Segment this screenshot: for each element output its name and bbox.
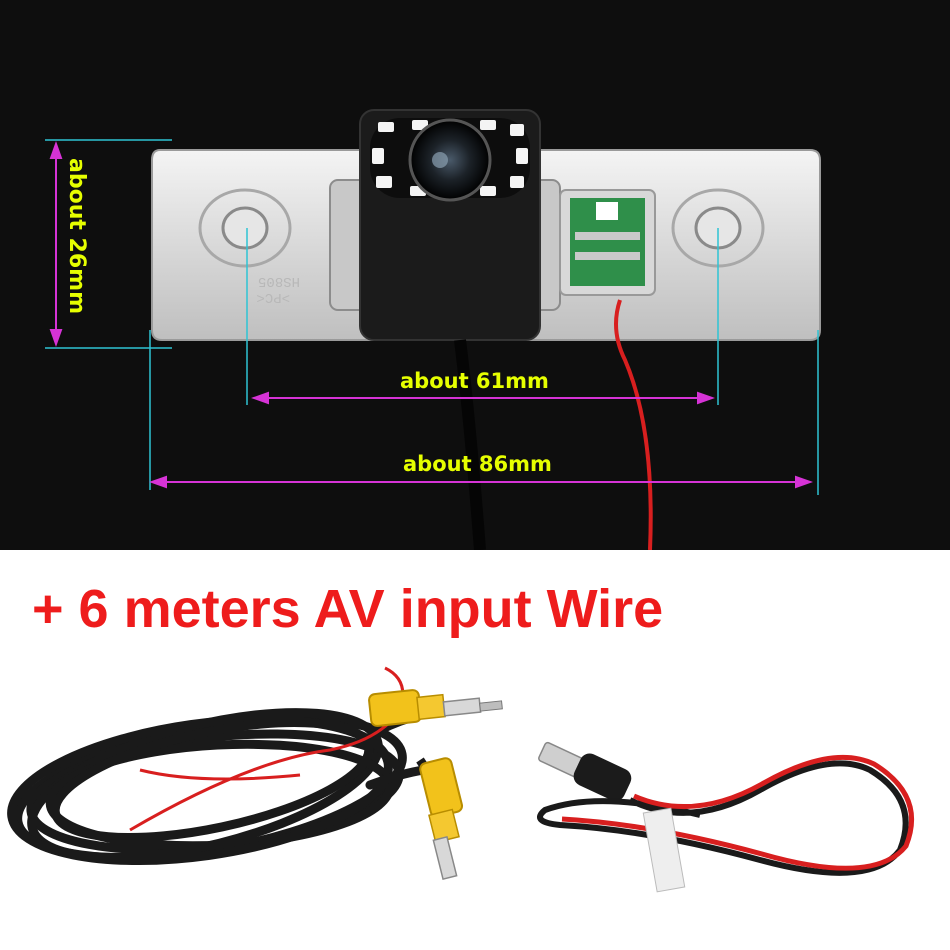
height-dimension-label: about 26mm (64, 158, 89, 314)
cable-illustration (7, 666, 915, 893)
rca-plug-bottom (416, 757, 464, 881)
width-dimension-label: about 86mm (403, 452, 552, 476)
camera-illustration: HS805 >PC< (45, 109, 821, 550)
hole-spacing-dimension-label: about 61mm (400, 369, 549, 393)
coiled-av-cable (7, 703, 475, 866)
extension-lines (45, 139, 819, 495)
housing-marking-line1: HS805 (258, 273, 300, 289)
dc-power-cable (537, 741, 915, 893)
housing-marking-line2: >PC< (256, 289, 290, 305)
camera-cable (454, 339, 486, 550)
headline-text: + 6 meters AV input Wire (32, 579, 664, 639)
rca-plug-top (368, 689, 503, 727)
camera-lens (408, 118, 492, 202)
cable-photo (0, 650, 950, 950)
camera-photo: HS805 >PC< (0, 0, 950, 550)
camera-red-wire (614, 299, 653, 550)
dimension-arrows (49, 141, 813, 489)
left-screw-hole (221, 206, 269, 250)
